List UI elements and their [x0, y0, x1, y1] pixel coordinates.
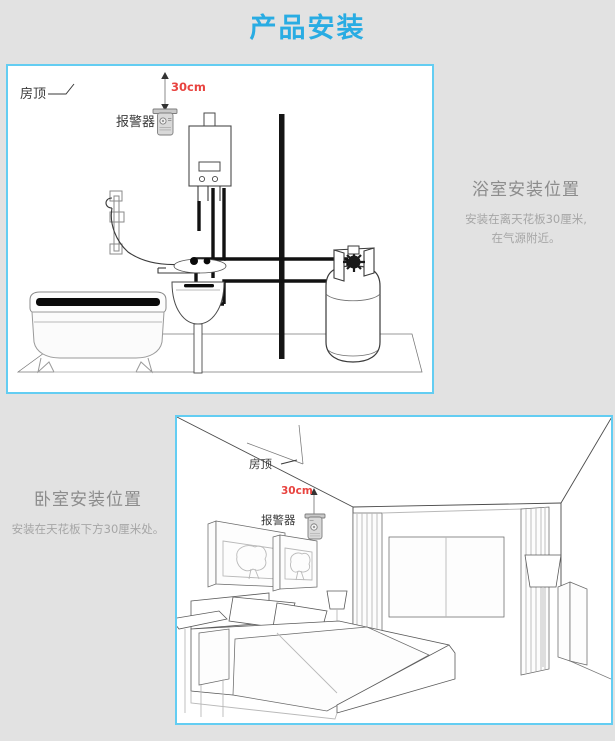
window [381, 508, 523, 618]
bathroom-installation-diagram: 房顶 30cm 报警器 [6, 64, 434, 394]
ceiling-label: 房顶 [20, 86, 46, 102]
bedroom-caption-title: 卧室安装位置 [34, 490, 142, 510]
distance-label: 30cm [281, 485, 313, 497]
pedestal-sink [171, 281, 225, 374]
distance-label: 30cm [171, 80, 206, 94]
wall-panel-right [557, 581, 588, 666]
device-label: 报警器 [116, 114, 155, 130]
floor-lamp [524, 554, 562, 667]
faucet-fixture [157, 257, 227, 274]
gas-water-heater [188, 112, 232, 201]
bedroom-caption: 卧室安装位置 安装在天花板下方30厘米处。 [2, 485, 174, 539]
gas-alarm-icon [152, 108, 178, 136]
bathroom-caption-title: 浴室安装位置 [472, 180, 580, 200]
page-title: 产品安装 [249, 12, 366, 44]
distance-arrow [310, 488, 318, 516]
bathroom-scene-svg: 房顶 30cm 报警器 [16, 72, 423, 374]
bed [190, 592, 456, 720]
desk [177, 610, 230, 717]
bathtub [29, 291, 167, 374]
wall-pictures [207, 520, 318, 592]
bedroom-installation-diagram: 房顶 30cm 报警器 [175, 415, 613, 725]
wall-divider [279, 114, 285, 359]
bedroom-scene-svg: 房顶 30cm 报警器 [177, 417, 611, 720]
device-label: 报警器 [261, 513, 296, 527]
gas-cylinder [325, 245, 381, 363]
shower-fixture [105, 190, 195, 266]
bedroom-caption-description: 安装在天花板下方30厘米处。 [11, 522, 165, 536]
bathroom-caption: 浴室安装位置 安装在离天花板30厘米, 在气源附近。 [442, 175, 610, 248]
distance-arrow [161, 72, 169, 111]
bathroom-caption-description: 安装在离天花板30厘米, 在气源附近。 [465, 212, 587, 245]
gas-alarm-icon [304, 513, 326, 540]
curtain-right [520, 506, 550, 676]
ceiling-leader [48, 83, 75, 95]
ceiling-leader [280, 459, 298, 465]
page-title-bar: 产品安装 [0, 0, 615, 56]
ceiling-label: 房顶 [249, 457, 272, 471]
